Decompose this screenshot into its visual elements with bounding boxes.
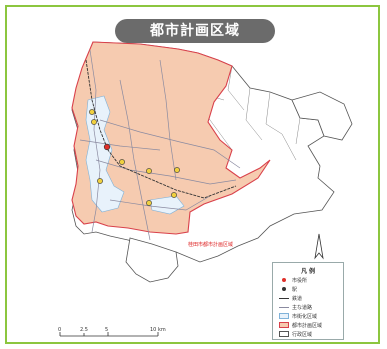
scale-tick-5: 5 (105, 327, 109, 333)
legend-item-city-hall: 市役所 (279, 276, 307, 284)
station-dot (91, 119, 97, 125)
urbanization-area (85, 95, 125, 213)
station-dot (174, 167, 180, 173)
legend-item-railway: 鉄道 (279, 294, 302, 302)
admin-boundary-east (291, 91, 353, 141)
station-dot (171, 192, 177, 198)
legend-item-station: 駅 (279, 285, 297, 293)
page-title: 都市計画区域 (115, 19, 275, 43)
legend: 凡 例 市役所 駅 鉄道 主な道路 市街化区域 都市計画区域 行政区域 (272, 262, 344, 340)
planning-box-icon (279, 322, 289, 328)
roads (79, 49, 241, 241)
legend-item-road: 主な道路 (279, 303, 312, 311)
planning-area (71, 41, 271, 235)
station-dot-icon (282, 287, 286, 291)
station-dot (97, 178, 103, 184)
railway (85, 59, 237, 199)
scale-tick-10km: 10 km (150, 327, 166, 333)
scale-tick-2-5: 2.5 (80, 327, 88, 333)
legend-title: 凡 例 (300, 268, 316, 275)
station-dot (146, 200, 152, 206)
scale-tick-0: 0 (58, 327, 62, 333)
legend-item-planning: 都市計画区域 (279, 321, 322, 329)
admin-boundary-south (125, 237, 179, 283)
north-arrow-icon (314, 233, 324, 260)
road-line-icon (279, 306, 289, 308)
urbanization-box-icon (279, 313, 289, 319)
scale-bar (59, 332, 159, 337)
legend-item-urbanization: 市街化区域 (279, 312, 317, 320)
railway-line-icon (279, 297, 289, 299)
city-hall-dot (103, 143, 111, 151)
city-hall-dot-icon (282, 278, 286, 282)
station-dot (119, 159, 125, 165)
station-dot (89, 109, 95, 115)
planning-area-label: 桂田市都市計画区域 (188, 242, 234, 248)
legend-item-admin: 行政区域 (279, 330, 312, 338)
admin-box-icon (279, 331, 289, 337)
station-dot (146, 168, 152, 174)
